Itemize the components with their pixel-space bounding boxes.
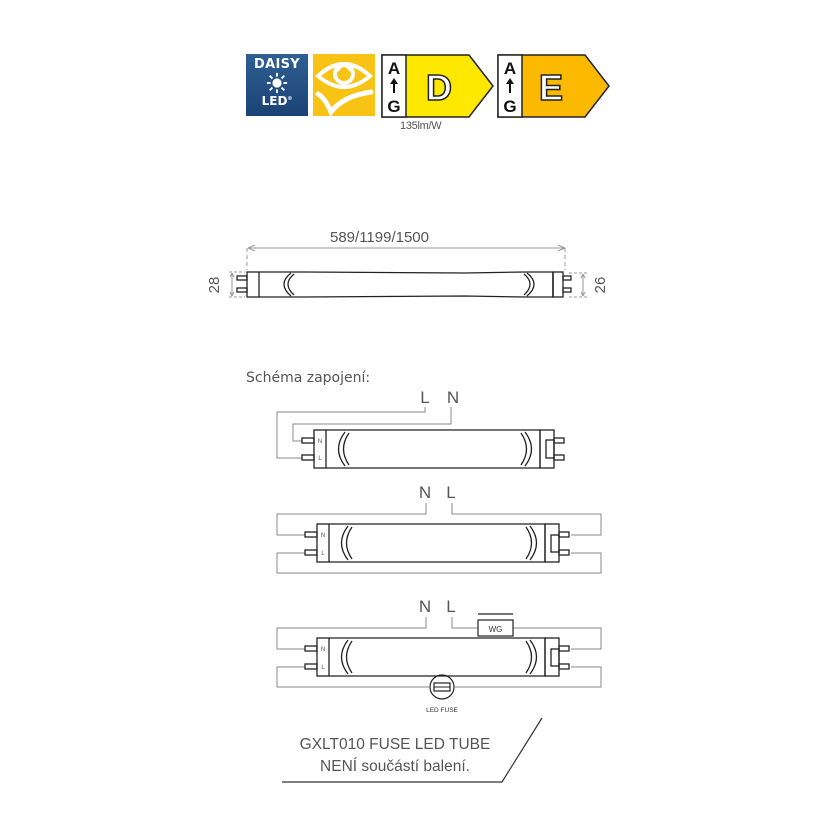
note-callout-border [282,717,543,783]
energy-label-d: A G D [381,54,494,118]
efficacy-caption: 135lm/W [400,120,442,132]
wire-label-n: N [419,483,431,502]
scale-top: A [504,59,516,78]
scale-top: A [388,59,400,78]
led-label: LED [261,94,288,108]
note-line-2: NENÍ součástí balení. [320,758,470,775]
pin-label-n: N [321,647,325,653]
wiring-diagram-1: L N N L [276,388,565,469]
arrow-up-icon [506,78,514,93]
wiring-title: Schéma zapojení: [246,370,371,386]
ballast-label: WG [489,625,503,634]
pin-label-n: N [318,439,322,445]
scale-bottom: G [503,97,516,116]
sun-icon [266,72,288,94]
energy-class-letter: D [426,67,452,108]
wiring-diagram-2: N L N L [276,483,602,574]
arrow-up-icon [390,78,398,93]
wiring-diagram-3: N L WG LED FUSE N L [276,597,602,714]
pin-label-l: L [321,665,325,671]
led-fuse-icon [429,674,455,700]
pin-label-l: L [318,456,322,462]
eye-comfort-badge [313,54,375,117]
scale-bottom: G [387,97,400,116]
ballast-wg: WG [477,613,514,637]
wire-label-l: L [446,483,455,502]
wire-label-l: L [420,388,429,407]
length-dimension: 589/1199/1500 [330,229,429,246]
wire-label-n: N [447,388,459,407]
note-text: GXLT010 FUSE LED TUBE NENÍ součástí bale… [290,734,500,778]
daisy-led-badge: DAISY LED® [246,54,308,116]
daisy-label: DAISY [254,57,300,72]
energy-class-letter: E [539,67,563,108]
left-diameter: 28 [206,277,223,294]
pin-label-n: N [321,533,325,539]
wire-label-n: N [419,597,431,616]
right-diameter: 26 [592,277,609,294]
note-line-1: GXLT010 FUSE LED TUBE [299,736,491,753]
energy-label-e: A G E [497,54,610,118]
registered-mark: ® [287,96,293,102]
wire-label-l: L [446,597,455,616]
pin-label-l: L [321,551,325,557]
eye-check-icon [314,62,374,117]
fuse-label: LED FUSE [426,707,458,714]
tube-dimension-drawing: 28 26 [206,244,609,298]
